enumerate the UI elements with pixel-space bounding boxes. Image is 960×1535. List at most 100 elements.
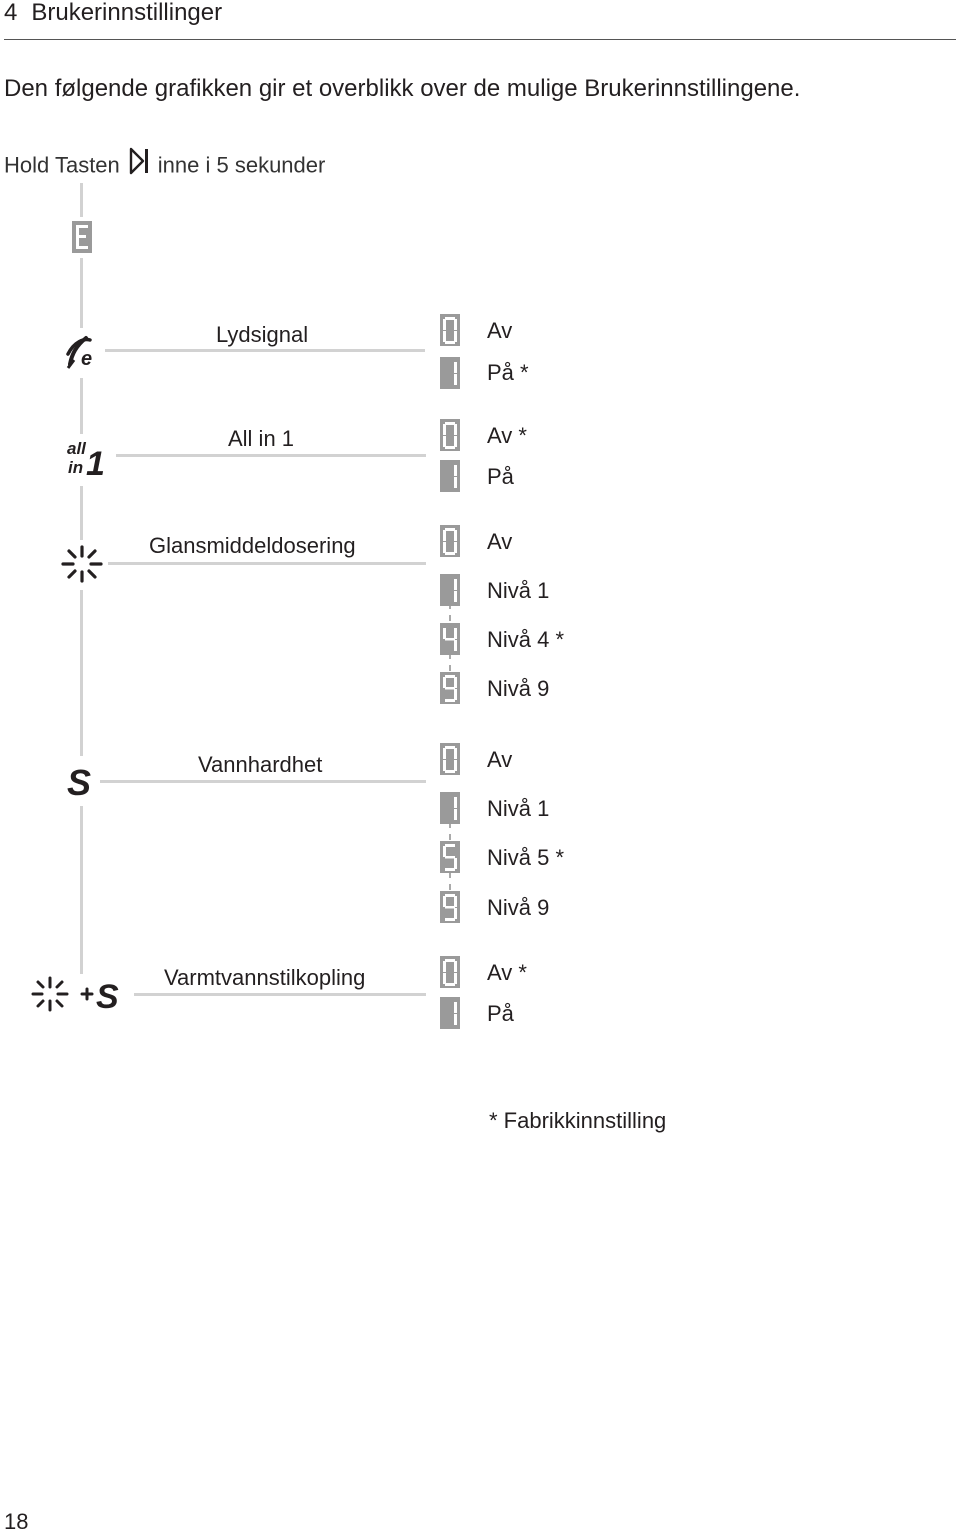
section-title: Brukerinnstillinger [31,0,223,26]
digit-display-9 [440,672,460,704]
option-text: Av [487,318,513,343]
rinse-aid-icon [61,545,103,583]
digit-segment [454,677,457,688]
all-in-1-icon: all in 1 [66,437,106,483]
digit-segment [443,896,446,907]
digit-segment [454,477,457,488]
digit-display-5 [440,841,460,873]
intro-text: Den følgende grafikken gir et overblikk … [4,75,801,102]
svg-text:S: S [96,978,119,1015]
digit-segment [443,628,446,639]
display-e-icon [72,221,92,253]
digit-segment [445,528,455,531]
option-text: På [487,1001,514,1026]
digit-segment [443,424,446,435]
option-text: På [487,464,514,489]
footnote: * Fabrikkinnstilling [489,1108,667,1133]
digit-display-9 [440,891,460,923]
digit-display-1 [440,357,460,389]
digit-segment [454,362,457,373]
digit-segment [445,675,455,678]
option-text: Nivå 9 [487,676,550,701]
digit-segment [443,436,446,447]
digit-segment [454,797,457,808]
setting-label-all-in-1: All in 1 [228,426,295,451]
setting-label-lydsignal: Lydsignal [216,322,309,347]
digit-segment [454,809,457,820]
rinse-aid-plus-salt-icon: S [31,976,119,1015]
digit-segment [454,424,457,435]
digit-display-0 [440,525,460,557]
digit-segment [454,542,457,553]
hold-text-after: inne i 5 sekunder [157,152,326,178]
header-rule [4,39,956,40]
digit-segment [445,983,455,986]
digit-segment [445,446,455,449]
digit-segment [443,846,446,857]
level-range-dashes [449,653,451,671]
option-text: Nivå 1 [487,796,550,821]
digit-display-4 [440,623,460,655]
digit-segment [445,906,455,909]
svg-text:S: S [67,763,91,799]
level-range-dashes [449,822,451,840]
digit-segment [454,640,457,651]
digit-display-0 [440,419,460,451]
digit-segment [445,868,455,871]
digit-segment [445,422,455,425]
salt-icon: S [67,763,91,799]
digit-display-1 [440,792,460,824]
digit-segment [445,341,455,344]
setting-label-vannhardhet: Vannhardhet [198,752,323,777]
trunk-line-segment [80,590,83,756]
svg-text:in: in [68,458,83,477]
digit-segment [454,748,457,759]
option-text: Av [487,747,513,772]
option-text: Nivå 1 [487,578,550,603]
setting-label-glansmiddeldosering: Glansmiddeldosering [149,533,356,558]
digit-display-1 [440,460,460,492]
digit-segment [454,628,457,639]
option-text: Nivå 4 * [487,627,565,652]
svg-text:1: 1 [86,445,105,479]
digit-display-0 [440,956,460,988]
digit-segment [454,858,457,869]
digit-segment [454,331,457,342]
svg-text:e: e [81,348,92,370]
digit-segment [443,331,446,342]
row-connector-line [134,993,426,996]
digit-segment [454,319,457,330]
digit-segment [443,760,446,771]
trunk-line-segment [80,183,83,217]
digit-segment [443,530,446,541]
digit-segment [454,973,457,984]
digit-segment [443,973,446,984]
digit-segment [454,908,457,919]
digit-segment [443,961,446,972]
trunk-line-segment [80,378,83,434]
level-range-dashes [449,603,451,621]
digit-segment [445,770,455,773]
digit-segment [454,530,457,541]
digit-segment [454,760,457,771]
digit-segment [443,319,446,330]
level-range-dashes [449,872,451,890]
digit-segment [454,579,457,590]
digit-display-1 [440,997,460,1029]
trunk-line-segment [80,806,83,974]
digit-segment [454,961,457,972]
row-connector-line [105,349,425,352]
digit-segment [454,436,457,447]
digit-segment [454,374,457,385]
digit-segment [445,699,455,702]
digit-display-0 [440,743,460,775]
digit-segment [454,1014,457,1025]
digit-segment [454,896,457,907]
option-text: Av * [487,423,527,448]
option-text: På * [487,360,529,385]
digit-segment [454,1002,457,1013]
trunk-line-segment [80,258,83,328]
section-number: 4 [4,0,18,26]
digit-segment [445,638,455,641]
